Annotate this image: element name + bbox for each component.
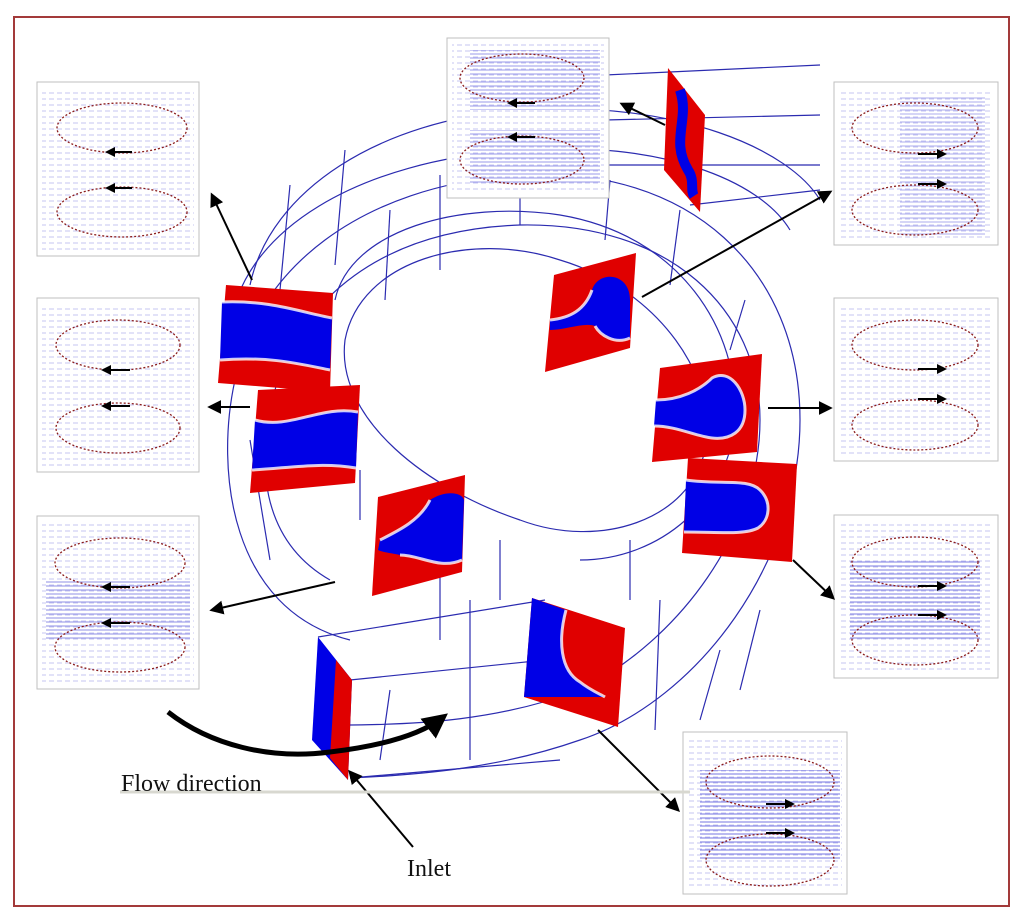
panel-right-middle <box>833 297 999 462</box>
panel-left-middle <box>36 297 200 473</box>
panel-left-bottom <box>36 515 200 690</box>
panel-bottom-right <box>682 731 848 895</box>
contour-section-center-lower <box>372 475 465 596</box>
contour-section-right-lower <box>682 458 797 562</box>
leader-arrows <box>207 102 836 848</box>
contour-section-right-middle <box>652 354 762 462</box>
flow-direction-arrow <box>166 710 448 757</box>
panel-right-lower <box>833 514 999 679</box>
panel-left-top <box>36 81 200 257</box>
vector-panels <box>36 37 999 895</box>
flow-direction-label: Flow direction <box>121 771 262 797</box>
contour-section-upper-left <box>218 285 333 392</box>
contour-section-bottom-center <box>524 598 625 727</box>
inlet-label: Inlet <box>407 856 451 882</box>
contour-sections <box>218 68 797 780</box>
panel-top-center <box>446 37 610 199</box>
contour-section-top <box>664 68 705 212</box>
panel-right-top <box>833 81 999 246</box>
contour-section-upper-right <box>545 253 636 372</box>
contour-section-left-middle <box>250 385 360 493</box>
